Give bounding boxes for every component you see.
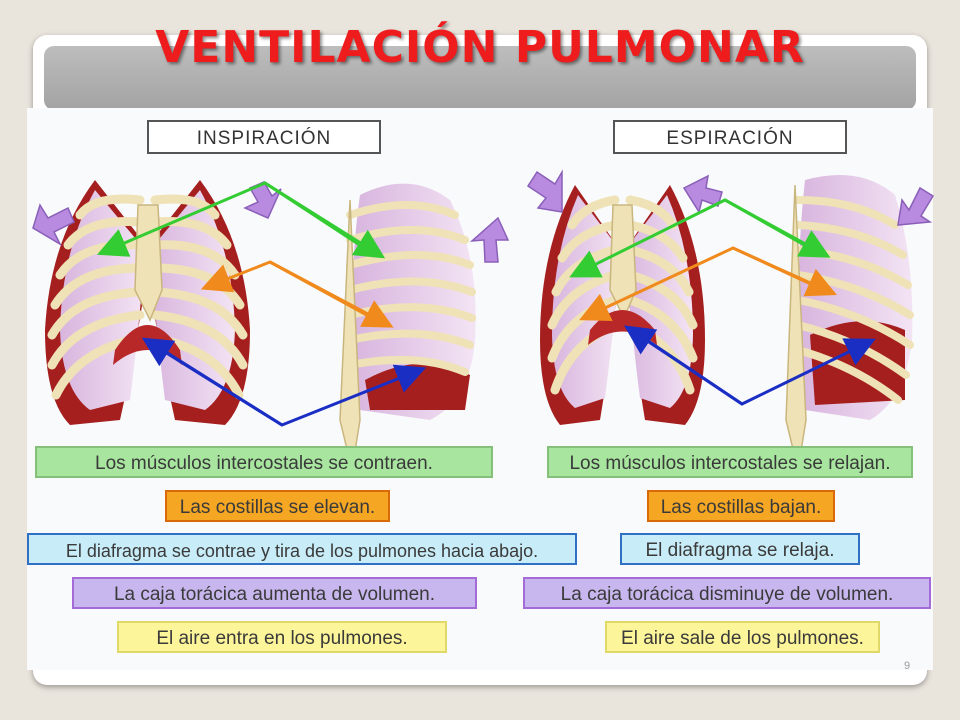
expiration-front-ribcage — [540, 185, 705, 425]
expiration-ribs-label: Las costillas bajan. — [647, 490, 835, 522]
inspiration-ribs-label: Las costillas se elevan. — [165, 490, 390, 522]
slide-title: VENTILACIÓN PULMONAR — [155, 22, 805, 73]
inspiration-side-ribcage — [339, 183, 476, 471]
expiration-pointer-arrows — [569, 198, 876, 406]
page-number: 9 — [904, 660, 911, 672]
expiration-muscle-label: Los músculos intercostales se relajan. — [547, 446, 913, 478]
inspiration-heading: INSPIRACIÓN — [147, 120, 381, 154]
expiration-movement-arrows — [526, 169, 935, 226]
inspiration-diaphragm-label: El diafragma se contrae y tira de los pu… — [27, 533, 577, 565]
inspiration-front-ribcage — [45, 180, 250, 425]
inspiration-movement-arrows — [32, 181, 510, 263]
expiration-air-label: El aire sale de los pulmones. — [605, 621, 880, 653]
expiration-heading: ESPIRACIÓN — [613, 120, 847, 154]
expiration-side-ribcage — [785, 175, 914, 471]
inspiration-air-label: El aire entra en los pulmones. — [117, 621, 447, 653]
inspiration-volume-label: La caja torácica aumenta de volumen. — [72, 577, 477, 609]
inspiration-pointer-arrows — [96, 181, 427, 427]
inspiration-muscle-label: Los músculos intercostales se contraen. — [35, 446, 493, 478]
title-band — [44, 46, 916, 110]
expiration-diaphragm-label: El diafragma se relaja. — [620, 533, 860, 565]
expiration-volume-label: La caja torácica disminuye de volumen. — [523, 577, 931, 609]
